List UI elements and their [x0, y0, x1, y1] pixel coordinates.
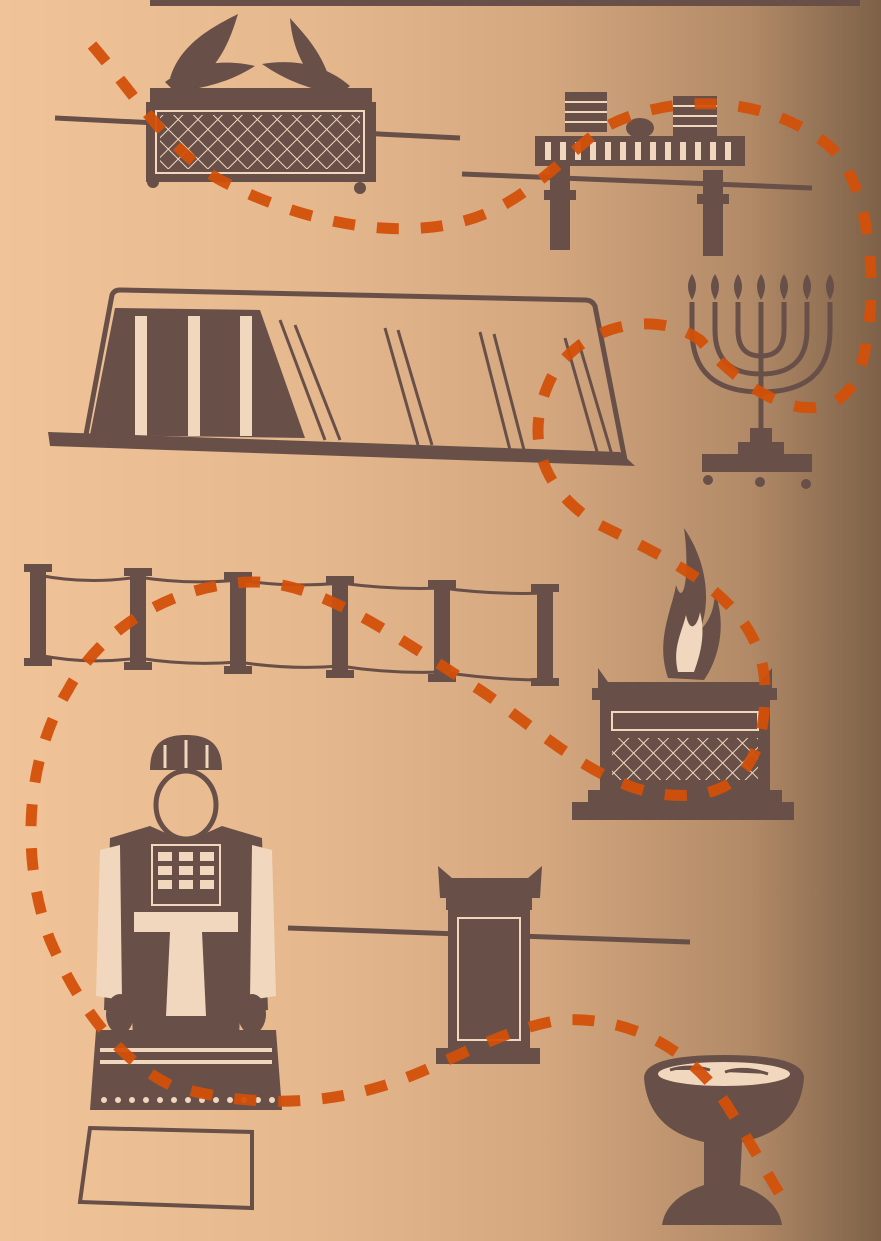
menorah-icon: [688, 274, 834, 489]
showbread-table-icon: [462, 92, 812, 256]
laver-icon: [644, 1055, 804, 1225]
priest-icon: [80, 735, 282, 1208]
ark-icon: [55, 14, 460, 194]
frame-edge: [150, 0, 860, 6]
